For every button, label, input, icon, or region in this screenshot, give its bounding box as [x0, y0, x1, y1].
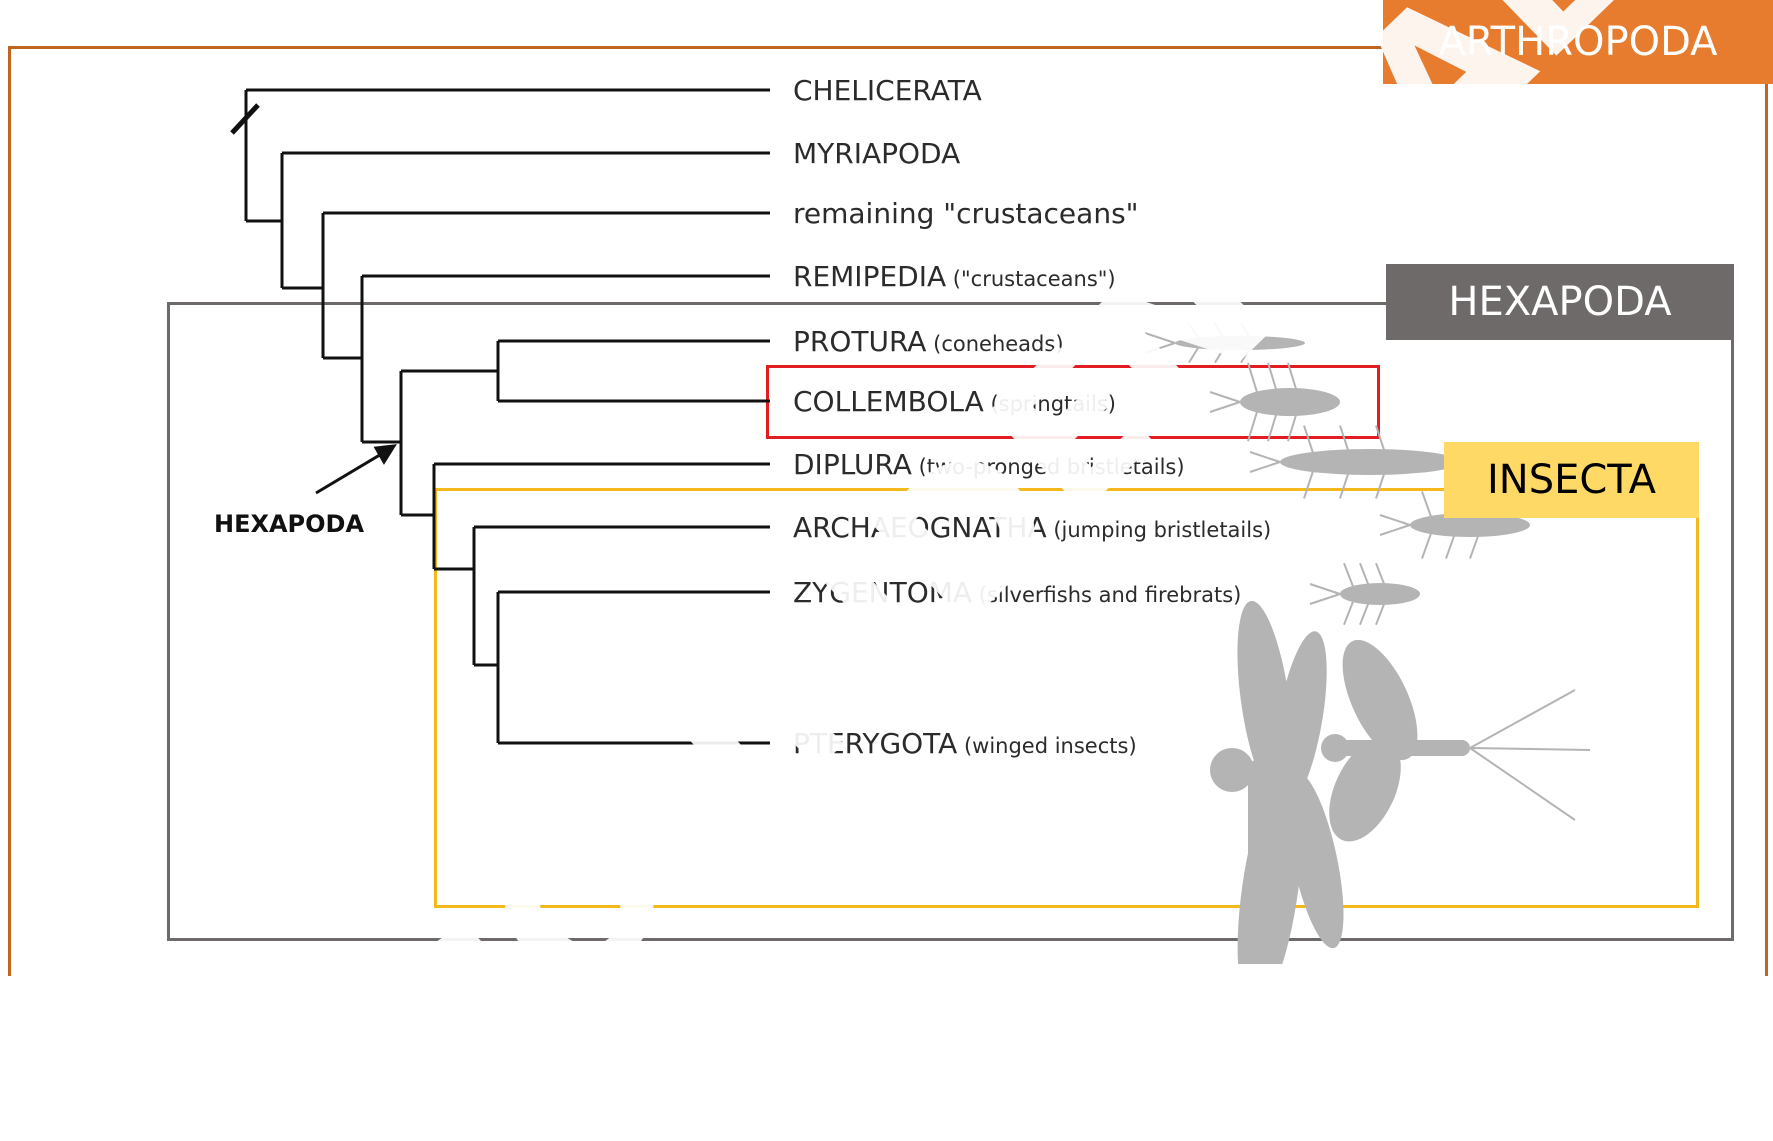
hexapoda-arrow: [316, 450, 388, 493]
cladogram-figure: CHELICERATA MYRIAPODA remaining "crustacea…: [0, 0, 1773, 964]
dragonfly-silhouette-icon: [1210, 598, 1355, 964]
insecta-tag: INSECTA: [1444, 442, 1699, 518]
zygentoma-silhouette-icon: [1310, 563, 1420, 625]
hexapoda-arrow-label: HEXAPODA: [214, 510, 364, 538]
taxon-label: remaining "crustaceans": [793, 197, 1139, 230]
mayfly-silhouette-icon: [1315, 629, 1590, 852]
taxon-label: MYRIAPODA: [793, 137, 960, 170]
diplura-silhouette-icon: [1250, 426, 1460, 499]
hexapoda-tag: HEXAPODA: [1386, 264, 1734, 340]
arrow-head-icon: [376, 446, 394, 462]
taxon-label: CHELICERATA: [793, 74, 982, 107]
